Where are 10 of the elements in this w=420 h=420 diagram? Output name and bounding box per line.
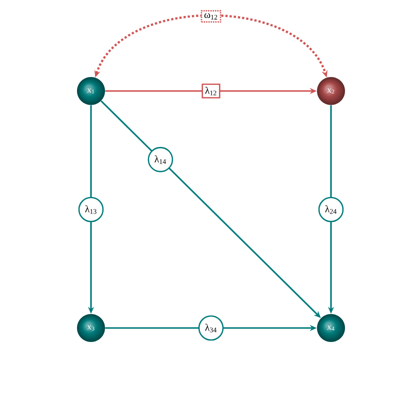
edge-label: λ$_{24}$ xyxy=(318,196,344,222)
state-ball: x$_{1}$ xyxy=(77,77,105,105)
state-ball: x$_{2}$ xyxy=(317,77,345,105)
edge-label: λ$_{14}$ xyxy=(148,146,174,172)
edge-label: λ$_{34}$ xyxy=(198,315,224,341)
edge-label: λ$_{13}$ xyxy=(78,196,104,222)
edge-label: λ$_{12}$ xyxy=(202,84,220,98)
edge-label: ω$_{12}$ xyxy=(200,10,222,23)
state-ball: x$_{3}$ xyxy=(77,314,105,342)
state-ball: x$_{4}$ xyxy=(317,314,345,342)
